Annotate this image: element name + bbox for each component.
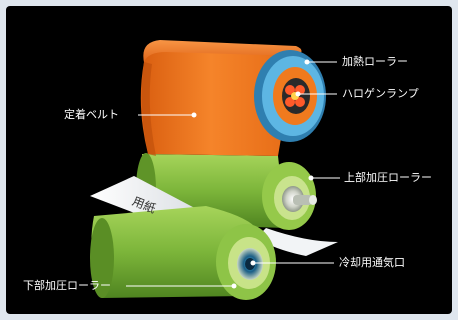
label-heating-roller: 加熱ローラー bbox=[342, 55, 408, 68]
fuser-diagram bbox=[90, 40, 340, 300]
fixing-belt bbox=[140, 40, 302, 156]
label-halogen-lamp: ハロゲンランプ bbox=[342, 87, 419, 100]
label-upper-pressure-roller: 上部加圧ローラー bbox=[344, 171, 432, 184]
label-cooling-vent: 冷却用通気口 bbox=[339, 256, 405, 269]
label-fixing-belt: 定着ベルト bbox=[64, 108, 119, 121]
heating-roller bbox=[254, 50, 326, 142]
diagram-panel: 加熱ローラー ハロゲンランプ 定着ベルト 上部加圧ローラー 用紙 冷却用通気口 … bbox=[6, 6, 452, 314]
lower-pressure-roller bbox=[90, 206, 276, 300]
label-lower-pressure-roller: 下部加圧ローラー bbox=[23, 279, 111, 292]
leader-lines bbox=[126, 59, 340, 289]
